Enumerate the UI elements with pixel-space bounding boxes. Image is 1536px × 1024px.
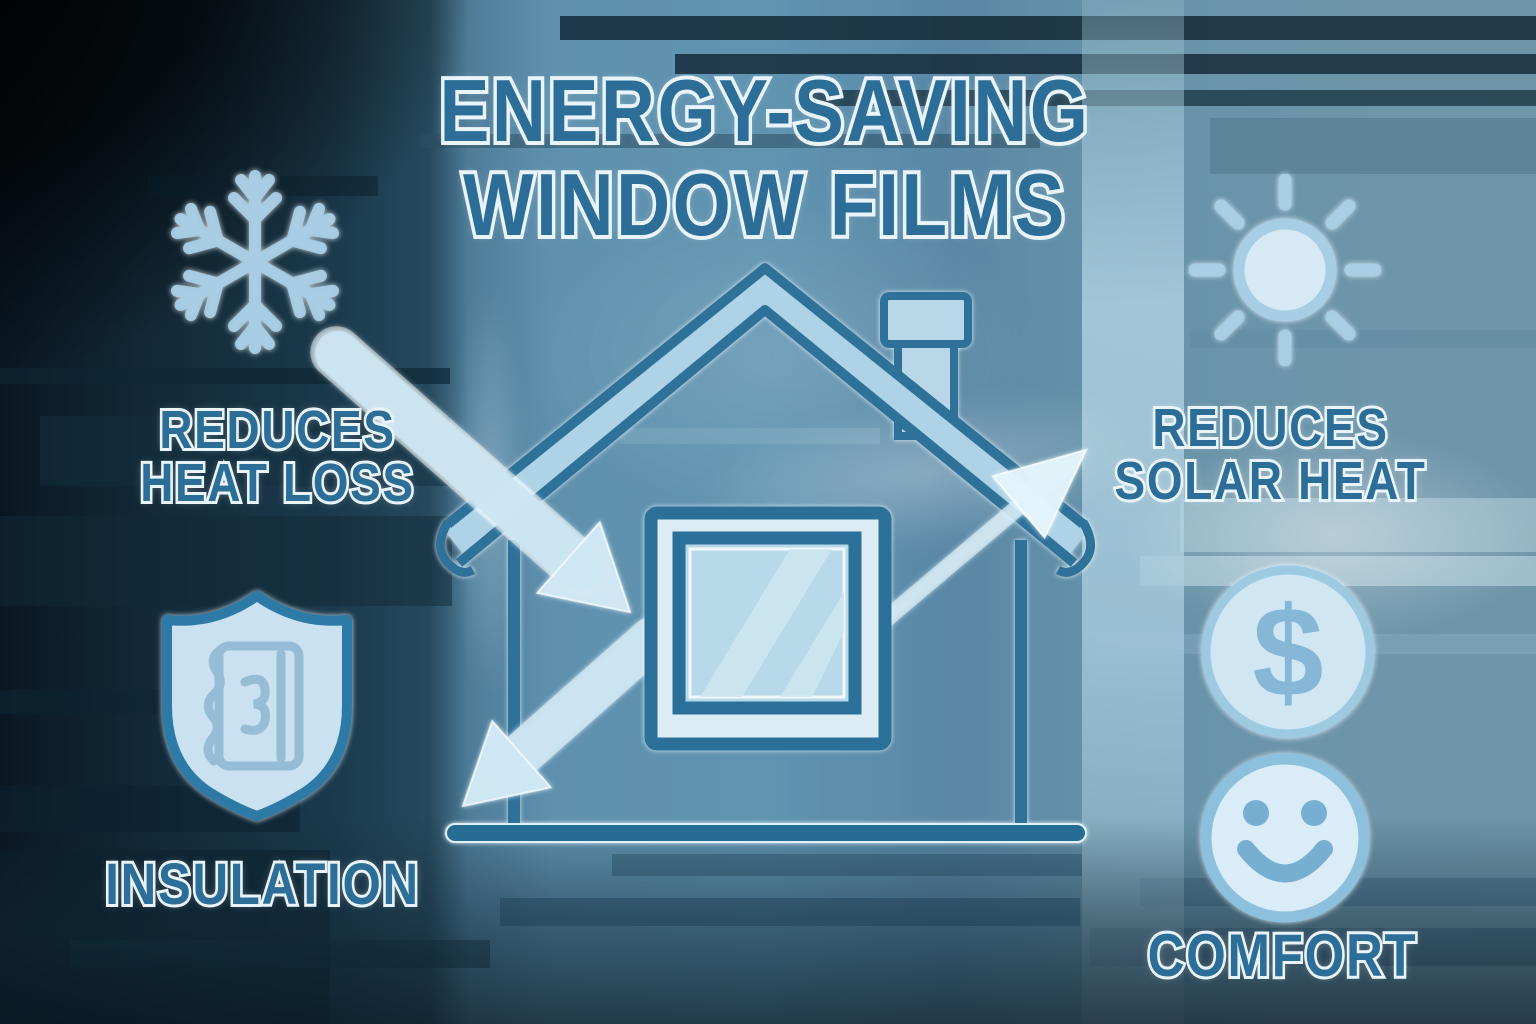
page-title: ENERGY-SAVING WINDOW FILMS — [350, 64, 1180, 253]
background-glitch-bar — [1210, 118, 1536, 174]
background-glitch-bar — [1190, 330, 1536, 348]
solar-heat-line-1: REDUCES — [1094, 401, 1447, 455]
dollar-coin-icon: $ — [1201, 565, 1375, 739]
smiley-face-icon — [1200, 753, 1370, 923]
insulation-batt-glyph — [203, 641, 304, 771]
dollar-symbol: $ — [1252, 581, 1323, 724]
roof — [436, 263, 1095, 577]
comfort-label: COMFORT — [1106, 926, 1459, 987]
incoming-heat-arrow — [310, 326, 632, 614]
solar-heat-line-2: SOLAR HEAT — [1094, 454, 1447, 508]
heat-loss-line-1: REDUCES — [105, 403, 449, 457]
deflected-down-arrow — [461, 617, 674, 808]
title-line-2: WINDOW FILMS — [412, 158, 1118, 253]
ground-line — [445, 823, 1087, 843]
window — [644, 506, 892, 751]
house-outline — [436, 263, 1095, 843]
background-glitch-bar — [620, 428, 880, 444]
shield-insulation-icon — [162, 591, 352, 821]
label-reduces-heat-loss: REDUCES HEAT LOSS — [75, 403, 480, 510]
background-glitch-bar — [560, 16, 1536, 40]
heat-loss-line-2: HEAT LOSS — [105, 456, 449, 510]
insulation-label: INSULATION — [90, 856, 434, 915]
sun-icon — [1189, 174, 1381, 366]
label-reduces-solar-heat: REDUCES SOLAR HEAT — [1063, 401, 1478, 508]
label-insulation: INSULATION — [60, 856, 465, 915]
label-comfort: COMFORT — [1075, 926, 1490, 987]
snowflake-icon — [170, 170, 340, 354]
title-line-1: ENERGY-SAVING — [412, 64, 1118, 159]
background-glitch-bar — [0, 516, 452, 606]
background-glitch-bar — [1140, 556, 1536, 586]
window-glass-reflection — [700, 549, 844, 697]
